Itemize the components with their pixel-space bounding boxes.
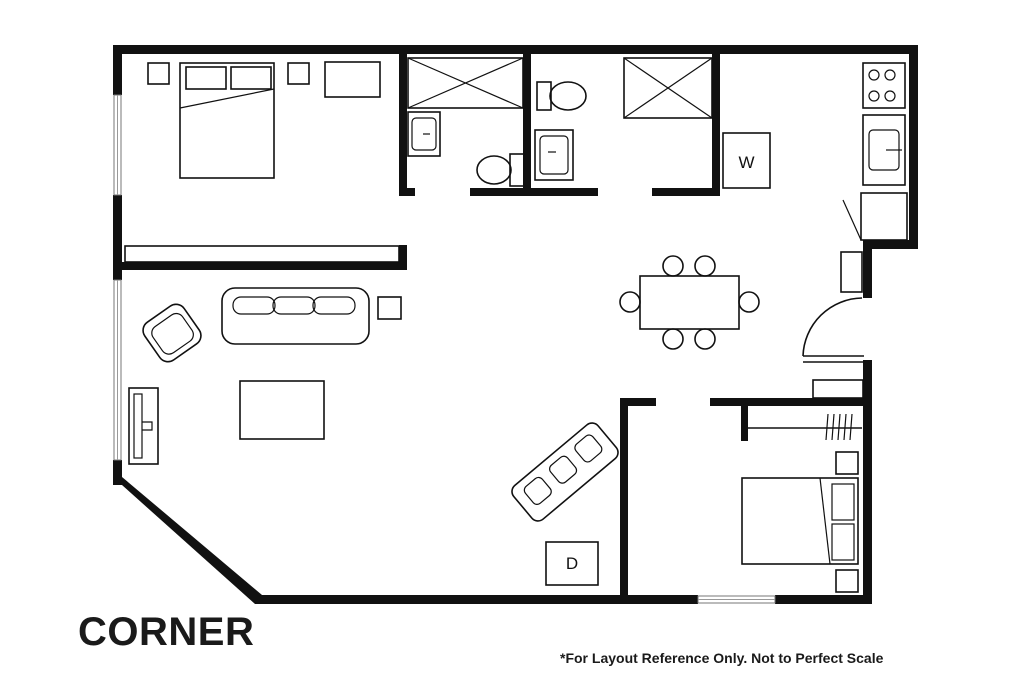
- exterior-walls: [113, 45, 918, 604]
- coffee-table: [239, 380, 325, 440]
- bathroom-two: [534, 57, 713, 181]
- side-table: [377, 296, 402, 320]
- kitchen: W: [722, 62, 908, 293]
- entry-cabinet: [840, 251, 863, 293]
- shower-two: [623, 57, 713, 119]
- stove: [862, 62, 906, 109]
- interior-walls: [122, 54, 872, 604]
- second-bedroom: [741, 379, 864, 593]
- toilet-one: [476, 153, 525, 187]
- dresser: [324, 61, 381, 98]
- washer-label: W: [738, 153, 754, 172]
- closet-shelf: [124, 245, 400, 263]
- bench-sofa: [511, 422, 619, 522]
- scale-disclaimer: *For Layout Reference Only. Not to Perfe…: [560, 650, 884, 666]
- master-bed: [179, 62, 275, 179]
- master-bedroom: [124, 61, 400, 263]
- refrigerator: [842, 192, 908, 241]
- shower-one: [407, 57, 524, 109]
- armchair: [142, 303, 202, 363]
- toilet-two: [536, 81, 587, 111]
- nightstand-top: [835, 451, 859, 475]
- nightstand-left: [147, 62, 170, 85]
- dining-table: [639, 275, 740, 330]
- closet-rod: [748, 413, 862, 441]
- nightstand-bottom: [835, 569, 859, 593]
- washer: W: [722, 132, 771, 189]
- sink-one: [407, 111, 441, 157]
- plan-title: CORNER: [78, 610, 255, 654]
- kitchen-sink: [862, 114, 906, 186]
- windows: [113, 94, 776, 604]
- dryer: D: [545, 541, 599, 586]
- entry-door: [802, 297, 864, 363]
- sofa: [221, 287, 370, 345]
- dryer-label: D: [566, 554, 578, 573]
- living-room: D: [128, 287, 619, 586]
- tv-console: [128, 387, 159, 465]
- sink-two: [534, 129, 574, 181]
- entry-shelf: [812, 379, 864, 399]
- second-bed: [741, 477, 859, 565]
- bathroom-one: [407, 57, 525, 187]
- nightstand-right: [287, 62, 310, 85]
- dining-set: [619, 255, 760, 350]
